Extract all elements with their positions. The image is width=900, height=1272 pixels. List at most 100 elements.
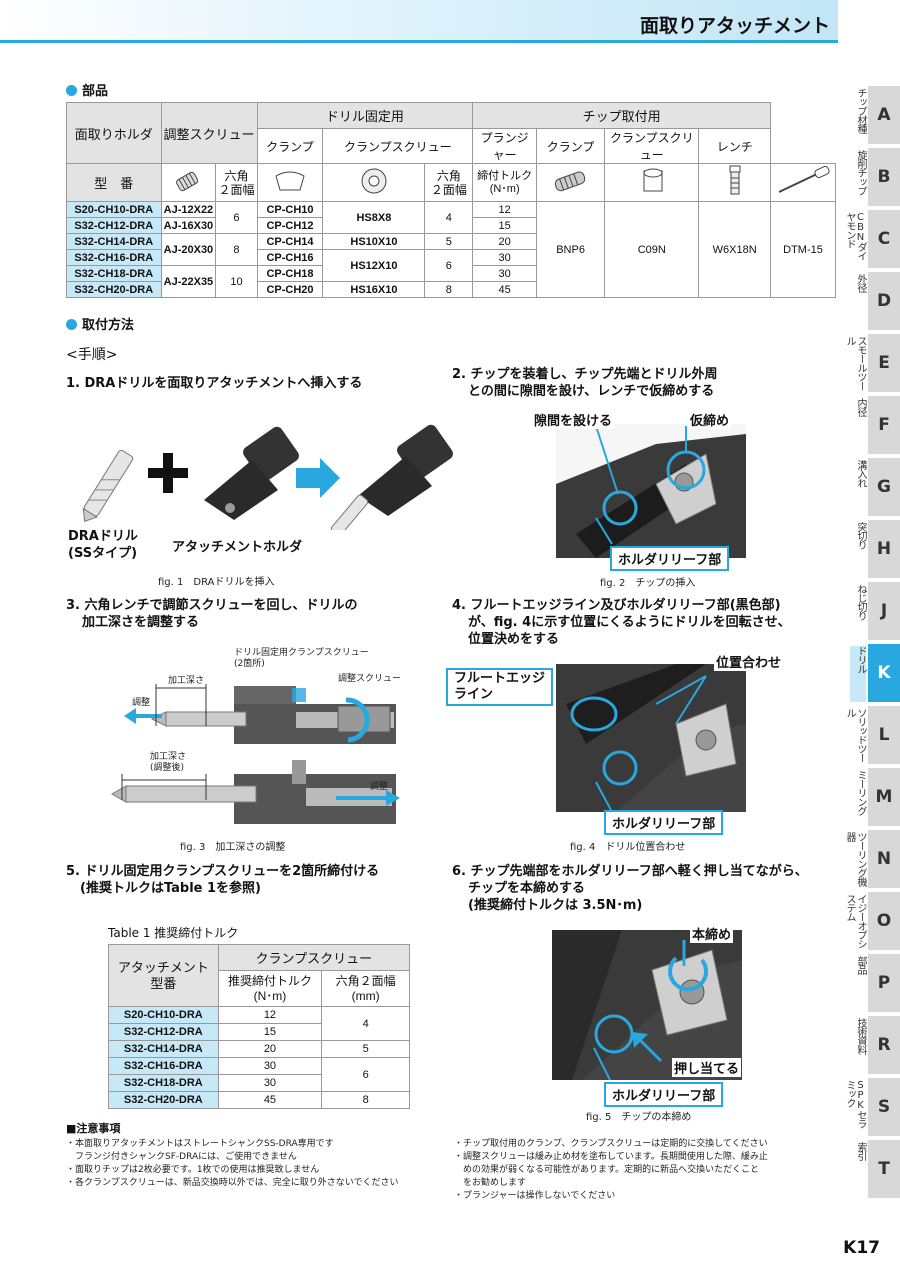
fig2-temp-label: 仮締め: [688, 410, 732, 429]
side-tab-label[interactable]: ツーリング機器: [844, 832, 866, 886]
parts-row-screw: HS16X10: [322, 281, 426, 298]
side-tab-letter[interactable]: M: [868, 768, 900, 826]
procedure-label: <手順>: [66, 347, 118, 363]
parts-row-clamp: CP-CH14: [256, 233, 324, 250]
plunger-icon: [536, 163, 606, 202]
clamp-screw-icon: [322, 163, 426, 202]
torque-row-hex: 8: [321, 1091, 410, 1109]
side-tab-label[interactable]: スモールツール: [844, 336, 866, 390]
side-tab-letter[interactable]: H: [868, 520, 900, 578]
col-chip-clamp: クランプ: [536, 128, 606, 164]
parts-chip-screw: W6X18N: [698, 201, 771, 298]
parts-row-torque: 30: [472, 265, 538, 282]
step-4-a: 4. フルートエッジライン及びホルダリリーフ部(黒色部): [452, 598, 781, 613]
side-tab-letter[interactable]: N: [868, 830, 900, 888]
col-plunger: プランジャー: [472, 128, 538, 164]
fig1-holder-label: アタッチメントホルダ: [172, 540, 303, 555]
parts-row-model: S32-CH20-DRA: [66, 281, 162, 298]
fig3-diagram: [110, 684, 400, 824]
col-chip-fix: チップ取付用: [472, 102, 771, 129]
fig1-drill-label: DRAドリル(SSタイプ): [68, 528, 138, 562]
torque-unit: (N･m): [489, 182, 520, 195]
side-tab-label[interactable]: 外径: [855, 274, 866, 292]
step-3-a: 3. 六角レンチで調節スクリューを回し、ドリルの: [66, 598, 358, 613]
side-tab-label[interactable]: CBNダイヤモンド: [844, 212, 866, 260]
notes-left: ・本面取りアタッチメントはストレートシャンクSS-DRA専用です フランジ付きシ…: [66, 1138, 398, 1190]
fig3-screw-label-a: ドリル固定用クランプスクリュー: [234, 648, 369, 658]
side-tab-label[interactable]: ミーリング: [855, 770, 866, 815]
side-tab-label[interactable]: ソリッドツール: [844, 708, 866, 762]
fig3-adjust-screw-label: 調整スクリュー: [338, 674, 402, 684]
side-tab-letter[interactable]: T: [868, 1140, 900, 1198]
step-5-a: 5. ドリル固定用クランプスクリューを2箇所締付ける: [66, 864, 380, 879]
side-tab-letter[interactable]: K: [868, 644, 900, 702]
side-tab-label[interactable]: ねじ切り: [855, 584, 866, 620]
side-tab-letter[interactable]: S: [868, 1078, 900, 1136]
fig3-adjust2-label: 調整: [370, 782, 389, 792]
parts-row-hex1: 10: [215, 265, 258, 298]
side-tab-letter[interactable]: A: [868, 86, 900, 144]
side-tab-label[interactable]: チップ材種: [855, 88, 866, 133]
step-2-b: との間に隙間を設け、レンチで仮締めする: [468, 384, 715, 399]
col-model: 型 番: [66, 163, 162, 202]
parts-row-hex1: 8: [215, 233, 258, 266]
side-tab-letter[interactable]: P: [868, 954, 900, 1012]
hex1-label-b: ２面幅: [218, 182, 255, 197]
side-tab-letter[interactable]: O: [868, 892, 900, 950]
col-clamp: クランプ: [256, 128, 324, 164]
fig2-photo: [556, 424, 746, 558]
chip-clamp-screw-icon: [698, 163, 771, 202]
step-2: 2. チップを装着し、チップ先端とドリル外周との間に隙間を設け、レンチで仮締めす…: [452, 366, 718, 400]
side-tab-label[interactable]: イジーオプシステム: [844, 894, 866, 948]
fig2-caption: fig. 2 チップの挿入: [600, 578, 696, 589]
side-tab-label[interactable]: 溝入れ: [855, 460, 866, 487]
side-tab-letter[interactable]: G: [868, 458, 900, 516]
side-tab-letter[interactable]: F: [868, 396, 900, 454]
step-6-a: 6. チップ先端部をホルダリリーフ部へ軽く押し当てながら、: [452, 864, 808, 879]
side-tab-letter[interactable]: D: [868, 272, 900, 330]
parts-row-screw: HS10X10: [322, 233, 426, 250]
parts-row-hex1: 6: [215, 201, 258, 234]
torque-col-model-b: 型番: [150, 975, 177, 991]
side-tab-letter[interactable]: L: [868, 706, 900, 764]
parts-plunger: BNP6: [536, 201, 606, 298]
side-tab-label[interactable]: 技術資料: [855, 1018, 866, 1054]
col-chip-clamp-screw: クランプスクリュー: [604, 128, 700, 164]
side-tab-label[interactable]: ドリル: [850, 646, 866, 702]
mount-heading-text: 取付方法: [82, 318, 135, 333]
fig5-push-label: 押し当てる: [672, 1058, 742, 1077]
torque-col-torque-a: 推奨締付トルク: [227, 973, 312, 988]
side-tab-label[interactable]: 部品: [855, 956, 866, 974]
step-6: 6. チップ先端部をホルダリリーフ部へ軽く押し当てながら、チップを本締めする(推…: [452, 863, 808, 914]
torque-row-model: S32-CH18-DRA: [108, 1074, 219, 1092]
col-adjust: 調整スクリュー: [160, 102, 258, 164]
fig2-gap-label: 隙間を設ける: [532, 410, 615, 429]
side-tab-letter[interactable]: E: [868, 334, 900, 392]
note-item: ・調整スクリューは緩み止め材を塗布しています。長期間使用した際、緩み止: [454, 1152, 768, 1162]
fig4-photo: [556, 664, 746, 812]
side-tab-label[interactable]: 内径: [855, 398, 866, 416]
side-tab-label[interactable]: 索引: [855, 1142, 866, 1160]
parts-row-hex2: 5: [424, 233, 474, 250]
side-tab-letter[interactable]: C: [868, 210, 900, 268]
side-tab-label[interactable]: 旋削チップ: [855, 150, 866, 195]
torque-table-caption: Table 1 推奨締付トルク: [108, 926, 239, 940]
parts-row-torque: 20: [472, 233, 538, 250]
torque-row-model: S32-CH14-DRA: [108, 1040, 219, 1058]
step-4-b: が、fig. 4に示す位置にくるようにドリルを回転させ、: [468, 615, 791, 630]
hex2-label-b: ２面幅: [430, 182, 467, 197]
side-tab-letter[interactable]: B: [868, 148, 900, 206]
side-tab-label[interactable]: SPKセラミック: [844, 1080, 866, 1128]
side-tab-label[interactable]: 突切り: [855, 522, 866, 549]
parts-heading-text: 部品: [82, 84, 109, 99]
torque-row-model: S32-CH16-DRA: [108, 1057, 219, 1075]
fig4-flute-label-b: ライン: [454, 687, 494, 702]
header-rule: [0, 40, 838, 43]
bullet-icon: [66, 319, 77, 330]
side-tab-letter[interactable]: R: [868, 1016, 900, 1074]
page-number: K17: [843, 1238, 880, 1258]
note-item: ・各クランプスクリューは、新品交換時以外では、完全に取り外さないでください: [66, 1178, 399, 1188]
fig4-align-label: 位置合わせ: [714, 652, 784, 671]
parts-row-screw: HS8X8: [322, 201, 426, 234]
side-tab-letter[interactable]: J: [868, 582, 900, 640]
